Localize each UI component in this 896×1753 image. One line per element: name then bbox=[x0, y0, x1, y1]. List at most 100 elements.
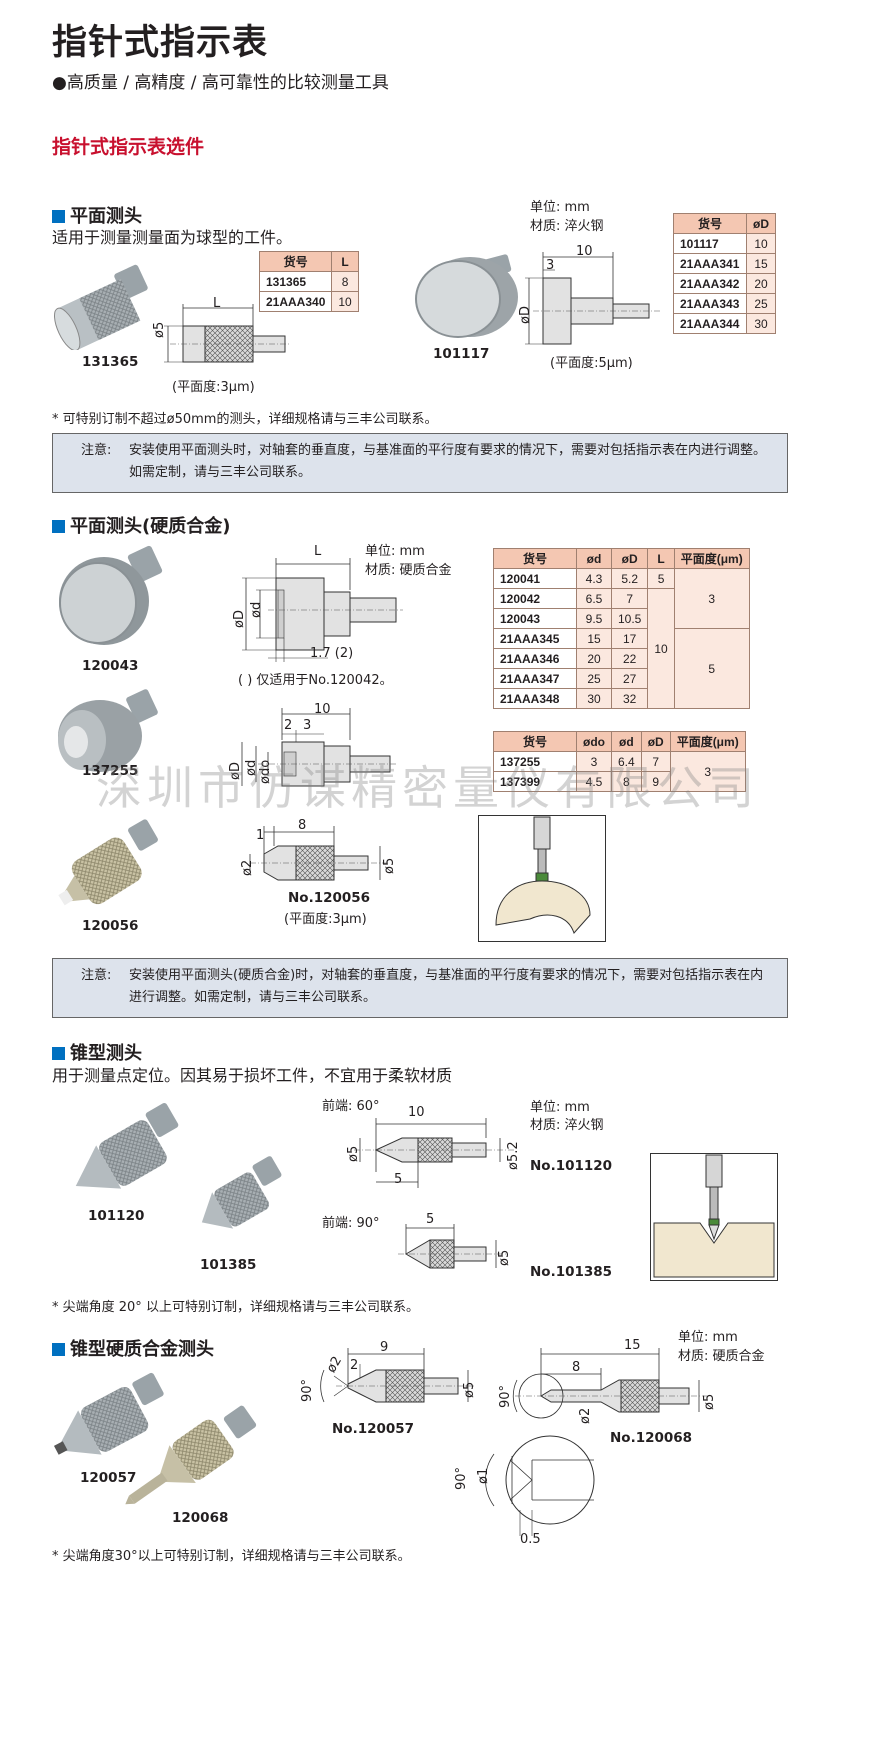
product-label-120056: 120056 bbox=[82, 918, 139, 934]
th-D: øD bbox=[746, 213, 776, 234]
dim-90-120057: 90° bbox=[300, 1378, 315, 1402]
th-part-no: 货号 bbox=[493, 731, 577, 752]
cell-part: 21AAA345 bbox=[493, 628, 577, 649]
drawing-120056 bbox=[249, 826, 390, 881]
dim-L: L bbox=[213, 296, 221, 311]
dim-5-cone: 5 bbox=[394, 1172, 403, 1187]
bullet-square-icon bbox=[52, 1343, 65, 1356]
cell-value: 15 bbox=[576, 628, 612, 649]
cell-value: 10 bbox=[746, 233, 776, 254]
carbide-heading: 平面测头(硬质合金) bbox=[52, 512, 230, 538]
only-120042-note: ( ) 仅适用于No.120042。 bbox=[238, 673, 393, 688]
dim-1-7: 1.7 (2) bbox=[310, 646, 354, 661]
flatness-note-5um: (平面度:5μm) bbox=[550, 356, 633, 371]
dim-o5-120057: ø5 bbox=[462, 1381, 477, 1398]
cell-part: 137255 bbox=[493, 751, 577, 772]
dim-D-carbide: øD bbox=[232, 610, 247, 628]
th-d: ød bbox=[611, 731, 642, 752]
cell-value: 4.5 bbox=[576, 771, 612, 792]
cell-value: 4.3 bbox=[576, 568, 612, 589]
dim-5-101385: 5 bbox=[426, 1212, 435, 1227]
cell-flatness: 3 bbox=[673, 568, 750, 629]
cell-value: 10 bbox=[331, 291, 359, 312]
dim-o52-cone: ø5.2 bbox=[506, 1141, 521, 1170]
cell-L: 5 bbox=[647, 568, 675, 589]
product-label-137255: 137255 bbox=[82, 763, 139, 779]
drawing-101385 bbox=[398, 1224, 508, 1269]
dim-8-120056: 8 bbox=[298, 818, 307, 833]
cell-value: 5.2 bbox=[610, 568, 649, 589]
page-title: 指针式指示表 bbox=[52, 23, 269, 63]
flatness-120056: (平面度:3μm) bbox=[284, 912, 367, 927]
dim-8-120068: 8 bbox=[572, 1360, 581, 1375]
cell-value: 25 bbox=[746, 293, 776, 314]
dim-o5-120056: ø5 bbox=[382, 857, 397, 874]
flatness-note-3um: (平面度:3μm) bbox=[172, 380, 255, 395]
conecarbide-footnote: * 尖端角度30°以上可特别订制，详细规格请与三丰公司联系。 bbox=[52, 1549, 411, 1564]
th-part-no: 货号 bbox=[673, 213, 747, 234]
dim-o5-101385: ø5 bbox=[497, 1249, 512, 1266]
dim-05-detail: 0.5 bbox=[520, 1532, 541, 1547]
th-d: ød bbox=[576, 548, 612, 569]
drawing-120068 bbox=[512, 1348, 707, 1419]
dim-o1-detail: ø1 bbox=[476, 1467, 491, 1484]
dim-d5: ø5 bbox=[152, 321, 167, 338]
carbide-unit: 单位: mm bbox=[365, 544, 425, 559]
cell-value: 10.5 bbox=[610, 608, 649, 629]
th-part-no: 货号 bbox=[493, 548, 577, 569]
dim-90-detail: 90° bbox=[454, 1466, 469, 1490]
flat-unit: 单位: mm bbox=[530, 200, 590, 215]
drawing-137255 bbox=[241, 708, 398, 787]
product-image-120056 bbox=[58, 819, 158, 906]
model-101385: No.101385 bbox=[530, 1264, 613, 1280]
th-L: L bbox=[331, 251, 359, 272]
product-label-101385: 101385 bbox=[200, 1257, 257, 1273]
product-label-120068: 120068 bbox=[172, 1510, 229, 1526]
product-label-131365: 131365 bbox=[82, 354, 139, 370]
cell-part: 21AAA342 bbox=[673, 273, 747, 294]
cell-value: 8 bbox=[611, 771, 642, 792]
cell-value: 6.5 bbox=[576, 588, 612, 609]
product-image-137255 bbox=[58, 689, 158, 772]
cell-part: 101117 bbox=[673, 233, 747, 254]
cone-footnote: * 尖端角度 20° 以上可特别订制，详细规格请与三丰公司联系。 bbox=[52, 1300, 419, 1315]
cell-value: 9 bbox=[640, 771, 671, 792]
cell-value: 9.5 bbox=[576, 608, 612, 629]
cone-heading-text: 锥型测头 bbox=[70, 1043, 142, 1064]
product-image-120057 bbox=[53, 1372, 164, 1455]
section-title: 指针式指示表选件 bbox=[52, 136, 205, 158]
dim-2-120057: 2 bbox=[350, 1358, 359, 1373]
carbide-heading-text: 平面测头(硬质合金) bbox=[70, 516, 231, 537]
dim-o2-120068: ø2 bbox=[578, 1407, 593, 1424]
conecarbide-unit: 单位: mm bbox=[678, 1330, 738, 1345]
dim-10-137255: 10 bbox=[314, 702, 331, 717]
product-label-101117: 101117 bbox=[433, 346, 490, 362]
th-D: øD bbox=[610, 548, 649, 569]
bullet-square-icon bbox=[52, 210, 65, 223]
drawing-120057 bbox=[320, 1348, 476, 1403]
th-do: ødo bbox=[576, 731, 612, 752]
flat-description: 适用于测量测量面为球型的工件。 bbox=[52, 228, 293, 247]
cell-part: 21AAA341 bbox=[673, 253, 747, 274]
flat-heading: 平面测头 bbox=[52, 202, 142, 228]
dim-o5-120068: ø5 bbox=[702, 1393, 717, 1410]
conecarbide-material: 材质: 硬质合金 bbox=[678, 1349, 765, 1364]
cell-value: 20 bbox=[746, 273, 776, 294]
th-part-no: 货号 bbox=[258, 251, 333, 272]
model-120057: No.120057 bbox=[332, 1421, 415, 1437]
product-image-131365 bbox=[53, 264, 148, 350]
note-text: 安装使用平面测头时，对轴套的垂直度，与基准面的平行度有要求的情况下，需要对包括指… bbox=[129, 443, 767, 480]
dim-10: 10 bbox=[576, 244, 593, 259]
drawing-101117 bbox=[525, 252, 660, 345]
dim-3: 3 bbox=[546, 258, 555, 273]
cell-part: 120041 bbox=[493, 568, 577, 589]
product-image-101120 bbox=[75, 1102, 179, 1189]
cone-heading: 锥型测头 bbox=[52, 1039, 142, 1065]
application-illustration-cone bbox=[650, 1153, 778, 1281]
cell-flatness: 3 bbox=[669, 751, 746, 792]
dim-L-carbide: L bbox=[314, 544, 322, 559]
product-label-120043: 120043 bbox=[82, 658, 139, 674]
cell-value: 7 bbox=[610, 588, 649, 609]
